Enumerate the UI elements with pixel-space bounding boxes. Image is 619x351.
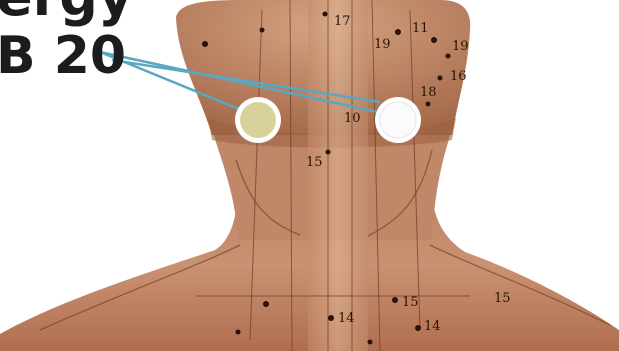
point-right-center — [380, 102, 416, 138]
heading-line-1: ergy — [0, 0, 133, 24]
point-label: 11 — [412, 21, 429, 36]
point-label: 16 — [450, 69, 467, 84]
point-label: 14 — [338, 311, 355, 326]
point-label: 10 — [344, 111, 361, 126]
point-label: 19 — [452, 39, 469, 54]
heading-line-2: B 20 — [0, 30, 133, 82]
spine-column — [308, 0, 368, 351]
point-label: 18 — [420, 85, 437, 100]
point-left-center — [240, 102, 276, 138]
point-label: 17 — [334, 14, 351, 29]
point-label: 15 — [306, 155, 323, 170]
point-label: 15 — [494, 291, 511, 306]
point-label: 15 — [402, 295, 419, 310]
point-label: 14 — [424, 319, 441, 334]
heading: ergy B 20 — [0, 0, 133, 82]
point-label: 19 — [374, 37, 391, 52]
